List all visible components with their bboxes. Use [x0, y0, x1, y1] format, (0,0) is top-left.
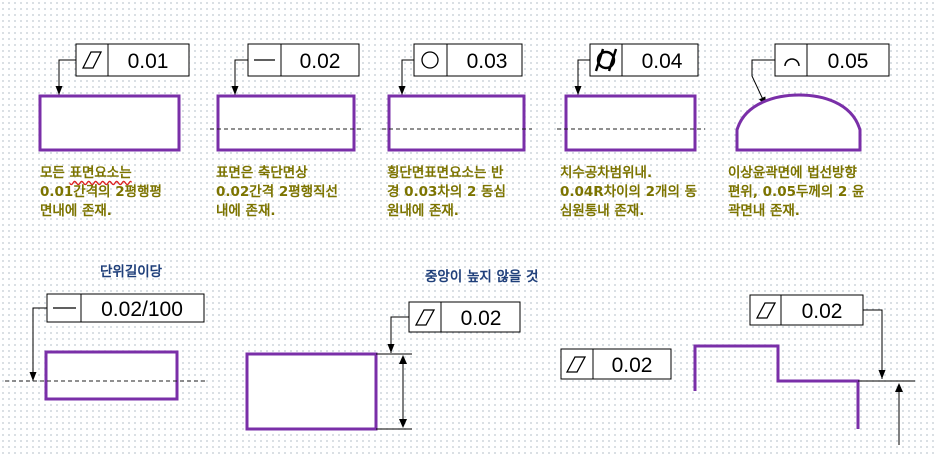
caption-line: 모든 표면요소는 [40, 165, 132, 181]
flatness-icon [755, 302, 777, 319]
tolerance-value: 0.02 [612, 354, 653, 377]
leader-arrow [387, 316, 409, 353]
part-outline [38, 94, 181, 152]
leader-arrow [398, 59, 414, 95]
leader-arrow [29, 307, 47, 381]
leader-arrow [751, 59, 775, 107]
caption-cylindricity: 치수공차범위내. 0.04R차이의 2개의 동 심원통내 존재. [560, 164, 697, 221]
caption-line: 편위, 0.05두께의 2 윤 [728, 184, 865, 200]
caption-line: 면내에 존재. [40, 203, 112, 219]
part-outline [44, 350, 179, 401]
feature-control-frame: 0.02 [247, 43, 360, 77]
profile-of-surface-icon [784, 58, 800, 67]
example-cylindricity: 0.04 [557, 43, 705, 152]
example-circularity: 0.03 [382, 43, 532, 152]
flatness-icon [81, 51, 103, 69]
tolerance-value: 0.02 [300, 50, 341, 73]
feature-control-frame: 0.02 [408, 301, 521, 333]
note-not-convex: 중앙이 높지 않을 것 [425, 269, 539, 285]
tolerance-value: 0.04 [642, 50, 683, 73]
leader-arrow [231, 59, 248, 95]
part-outline [564, 94, 697, 152]
caption-line: 심원통내 존재. [560, 203, 645, 219]
feature-control-frame-left: 0.02 [560, 348, 672, 380]
dimension-arrow [399, 355, 407, 364]
part-outline [245, 352, 378, 431]
circularity-icon [421, 51, 439, 69]
caption-straightness: 표면은 축단면상 0.02간격 2평행직선 내에 존재. [216, 164, 338, 221]
example-flatness: 0.01 [38, 43, 190, 152]
tolerance-value: 0.02/100 [101, 298, 183, 321]
flatness-icon [565, 356, 587, 373]
arrow-head [895, 383, 903, 392]
feature-control-frame-right: 0.02 [749, 294, 864, 326]
caption-circularity: 횡단면표면요소는 반 경 0.03차의 2 동심 원내에 존재. [387, 164, 506, 221]
leader-arrow [55, 59, 76, 95]
caption-line: 0.01간격의 2평행평 [40, 184, 162, 200]
tolerance-value: 0.01 [128, 50, 169, 73]
feature-control-frame: 0.03 [413, 43, 523, 77]
part-outline [735, 93, 862, 152]
caption-flatness: 모든 표면요소는 0.01간격의 2평행평 면내에 존재. [40, 164, 162, 221]
feature-control-frame: 0.04 [589, 43, 699, 77]
example-not-convex: 0.02 [245, 301, 521, 431]
feature-control-frame: 0.05 [774, 43, 890, 77]
caption-line: 0.02간격 2평행직선 [216, 184, 338, 200]
example-profile-of-surface: 0.05 [735, 43, 890, 152]
caption-line: 경 0.03차의 2 동심 [387, 184, 506, 200]
note-unit-length: 단위길이당 [100, 264, 163, 280]
caption-line: 표면은 축단면상 [216, 165, 308, 181]
example-straightness: 0.02 [210, 43, 362, 152]
stepped-part-outline [693, 344, 860, 429]
flatness-icon [414, 309, 436, 326]
tolerance-value: 0.05 [828, 50, 869, 73]
leader-arrow [863, 309, 886, 379]
caption-line: 0.04R차이의 2개의 동 [560, 184, 698, 200]
spellcheck-underline: 표면요소는 [69, 165, 132, 181]
caption-profile-of-surface: 이상윤곽면에 법선방향 편위, 0.05두께의 2 윤 곽면내 존재. [728, 164, 864, 221]
dimension-arrow [399, 419, 407, 428]
example-unit-length: 0.02/100 [5, 293, 205, 401]
caption-line: 치수공차범위내. [560, 165, 653, 181]
caption-line: 횡단면표면요소는 반 [387, 165, 504, 181]
caption-line: 곽면내 존재. [728, 203, 800, 219]
part-outline [387, 94, 526, 152]
tolerance-value: 0.02 [802, 300, 843, 323]
tolerance-value: 0.03 [467, 50, 508, 73]
caption-line: 내에 존재. [216, 203, 276, 219]
feature-control-frame: 0.01 [75, 43, 190, 77]
cylindricity-icon [594, 48, 618, 72]
tolerance-value: 0.02 [461, 307, 502, 330]
caption-line: 원내에 존재. [387, 203, 459, 219]
leader-arrow [574, 59, 590, 95]
part-outline [216, 94, 356, 152]
feature-control-frame: 0.02/100 [46, 293, 205, 323]
caption-line: 이상윤곽면에 법선방향 [728, 165, 857, 181]
example-stepped: 0.02 0.02 [560, 294, 915, 445]
